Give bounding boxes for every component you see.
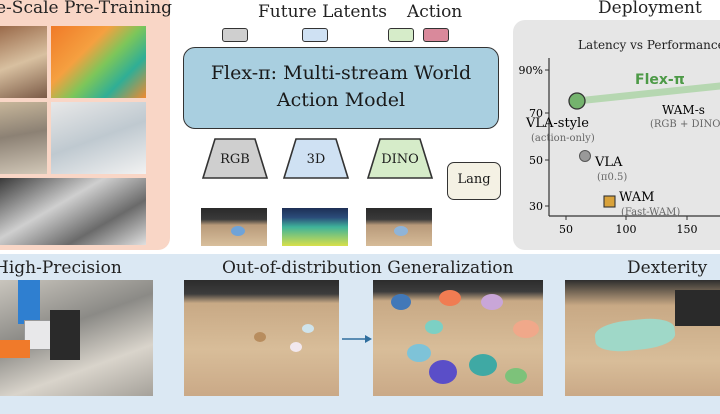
label-wam: WAM [619, 190, 654, 205]
arrow-icon [342, 335, 372, 343]
x-tick-label-150: 150 [677, 223, 698, 236]
model-box [183, 47, 499, 129]
deployment-panel [513, 20, 720, 250]
label-wam-sub: (Fast-WAM) [621, 207, 680, 218]
lang-box [447, 162, 501, 200]
latent-token-dino [388, 28, 414, 42]
pretraining-photo-3 [0, 102, 47, 174]
encoder-rgb-label: RGB [220, 152, 250, 167]
dexterity-photo [565, 280, 720, 396]
encoder-rgb: RGB [201, 138, 269, 180]
x-tick-label-50: 50 [559, 223, 573, 236]
pretraining-photo-4 [51, 102, 146, 174]
input-image-rgb [201, 208, 267, 246]
ood-photo-after [373, 280, 543, 396]
y-tick-label-90: 90% [519, 64, 543, 77]
flex-trend-band [573, 82, 720, 105]
latency-chart: Latency vs Performance 90% 70 50 30 50 1… [519, 38, 720, 236]
y-tick-90: 90% [519, 64, 549, 77]
pretraining-photo-2 [51, 26, 146, 98]
label-vla-sub: (π0.5) [597, 172, 627, 183]
dexterity-title: Dexterity [627, 258, 708, 278]
ood-title: Out-of-distribution Generalization [222, 258, 514, 278]
high-precision-photo [0, 280, 153, 396]
model-box-line-2: Action Model [276, 89, 406, 111]
pretraining-photo-5 [0, 178, 146, 245]
y-tick-70: 70 [529, 107, 549, 120]
y-tick-50: 50 [529, 154, 549, 167]
action-label: Action [407, 2, 463, 22]
pretraining-title: e-Scale Pre-Training [0, 0, 173, 18]
x-tick-100: 100 [616, 216, 637, 236]
label-vla-style: VLA-style [525, 116, 589, 131]
ood-photo-before [184, 280, 339, 396]
x-tick-150: 150 [677, 216, 698, 236]
input-image-3d [282, 208, 348, 246]
y-tick-30: 30 [529, 200, 549, 213]
latent-token-rgb [222, 28, 248, 42]
label-vla-style-sub: (action-only) [531, 133, 595, 144]
chart-title: Latency vs Performance [578, 38, 720, 52]
encoder-3d: 3D [282, 138, 350, 180]
y-tick-label-70: 70 [529, 107, 543, 120]
y-tick-label-50: 50 [529, 154, 543, 167]
label-flex: Flex-π [635, 72, 685, 88]
future-latents-label: Future Latents [258, 2, 387, 22]
label-vla: VLA [594, 155, 623, 170]
pretraining-photo-1 [0, 26, 47, 98]
x-tick-label-100: 100 [616, 223, 637, 236]
point-flex [568, 92, 586, 110]
y-tick-label-30: 30 [529, 200, 543, 213]
input-image-dino [366, 208, 432, 246]
encoder-dino-label: DINO [381, 152, 419, 167]
high-precision-title: High-Precision [0, 258, 122, 278]
point-wam [603, 195, 616, 208]
deployment-title: Deployment [598, 0, 702, 18]
model-box-line-1: Flex-π: Multi-stream World [210, 62, 472, 84]
lang-label: Lang [457, 172, 491, 187]
x-tick-50: 50 [559, 216, 573, 236]
action-token [423, 28, 449, 42]
label-wam-right-sub: (RGB + DINO [650, 119, 720, 130]
label-wam-right: WAM-s [662, 103, 705, 117]
encoder-dino: DINO [366, 138, 434, 180]
latent-token-3d [302, 28, 328, 42]
encoder-3d-label: 3D [306, 152, 326, 167]
point-vla [579, 150, 591, 162]
